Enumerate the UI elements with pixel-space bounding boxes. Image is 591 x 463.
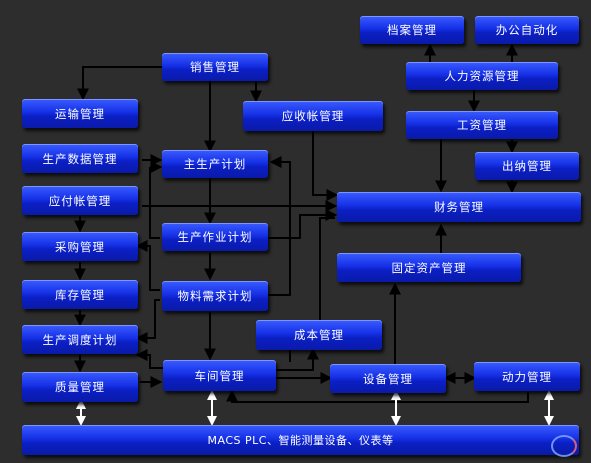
node-master-plan: 主生产计划 xyxy=(162,150,268,178)
node-inventory: 库存管理 xyxy=(22,280,138,309)
edge-plan-finance xyxy=(268,209,338,239)
node-archive: 档案管理 xyxy=(360,16,464,44)
node-finance: 财务管理 xyxy=(337,192,581,222)
edge-receivables-finance xyxy=(312,131,339,201)
edge-workshop-cost xyxy=(270,347,319,371)
node-sales: 销售管理 xyxy=(162,53,268,81)
node-purchasing: 采购管理 xyxy=(22,232,138,261)
node-bottom-bar: MACS PLC、智能测量设备、仪表等 xyxy=(22,425,579,455)
node-power: 动力管理 xyxy=(474,362,580,391)
watermark-logo xyxy=(551,435,577,457)
edge-workshop-scheduling xyxy=(135,349,163,369)
node-payroll: 工资管理 xyxy=(406,111,558,139)
edge-power-workshop xyxy=(226,389,529,403)
node-payables: 应付帐管理 xyxy=(22,186,138,215)
watermark-logo-icon xyxy=(551,435,577,457)
edge-sales-transport xyxy=(77,66,163,101)
node-receivables: 应收帐管理 xyxy=(243,101,383,131)
edge-mrp-purchasing xyxy=(135,240,160,291)
node-material-requirements: 物料需求计划 xyxy=(162,281,268,311)
node-production-plan: 生产作业计划 xyxy=(162,223,268,251)
node-quality: 质量管理 xyxy=(22,372,138,402)
node-office-automation: 办公自动化 xyxy=(475,16,579,44)
edge-master-loop xyxy=(149,167,160,239)
node-workshop: 车间管理 xyxy=(163,360,276,391)
node-equipment: 设备管理 xyxy=(330,364,446,393)
node-fixed-assets: 固定资产管理 xyxy=(337,253,521,282)
node-hr: 人力资源管理 xyxy=(406,62,558,90)
node-scheduling: 生产调度计划 xyxy=(22,325,138,354)
edge-mrp-scheduling xyxy=(135,299,160,344)
node-production-data: 生产数据管理 xyxy=(22,144,138,173)
node-cost: 成本管理 xyxy=(256,320,382,350)
edge-mrp-master xyxy=(268,156,291,296)
node-transport: 运输管理 xyxy=(22,99,138,128)
node-cashier: 出纳管理 xyxy=(475,152,579,180)
